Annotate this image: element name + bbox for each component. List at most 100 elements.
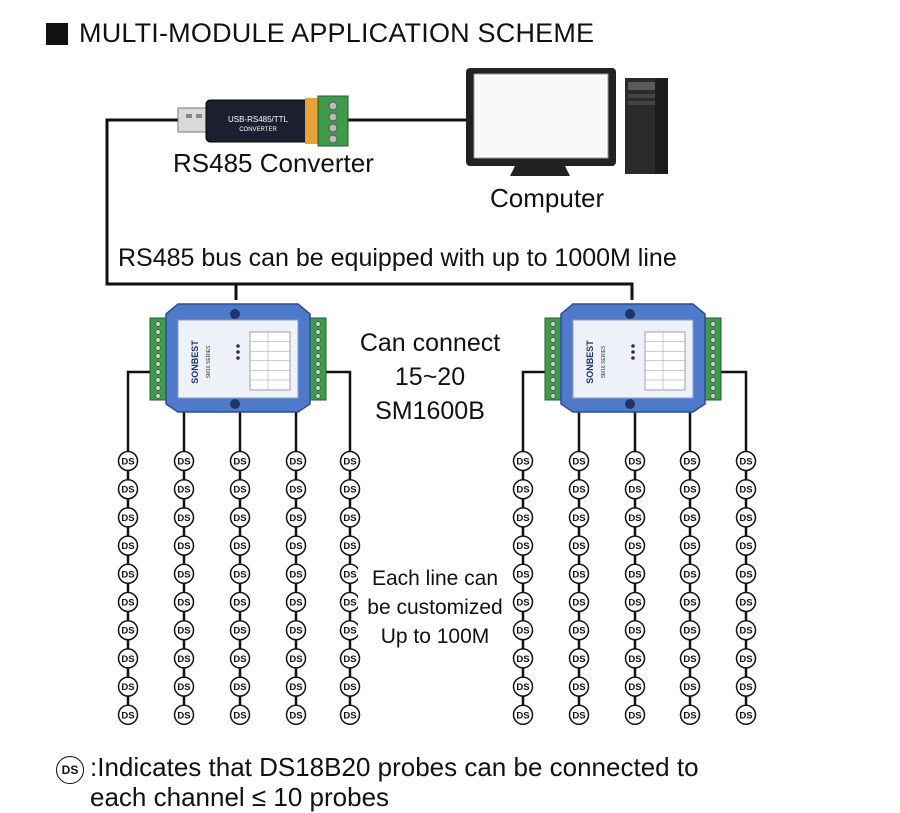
ds-probe-icon: DS <box>285 648 307 669</box>
svg-text:DS: DS <box>628 682 641 693</box>
ds-probe-icon: DS <box>229 563 251 585</box>
svg-text:DS: DS <box>516 710 529 721</box>
svg-text:DS: DS <box>233 569 246 580</box>
svg-text:DS: DS <box>516 626 529 637</box>
svg-text:DS: DS <box>628 457 641 468</box>
ds-probe-icon: DS <box>285 535 307 556</box>
svg-text:DS: DS <box>739 485 752 496</box>
ds-probe-icon: DS <box>339 563 361 585</box>
legend-line-1: :Indicates that DS18B20 probes can be co… <box>90 752 699 782</box>
ds-probe-icon: DS <box>679 648 701 669</box>
svg-text:DS: DS <box>343 710 356 721</box>
svg-text:DS: DS <box>572 626 585 637</box>
ds-probe-icon: DS <box>568 676 590 697</box>
svg-text:DS: DS <box>343 569 356 580</box>
ds-probe-icon: DS <box>735 619 757 641</box>
legend-line-2: each channel ≤ 10 probes <box>90 782 390 812</box>
ds-probe-icon: DS <box>229 591 251 613</box>
ds-probe-icon: DS <box>735 676 757 697</box>
svg-text:DS: DS <box>516 654 529 665</box>
ds-probe-icon: DS <box>117 676 139 697</box>
ds-probe-icon: DS <box>173 478 195 500</box>
ds-probe-icon: DS <box>339 704 361 726</box>
ds-probe-icon: DS <box>285 676 307 697</box>
ds-probe-icon: DS <box>624 619 646 641</box>
svg-text:DS: DS <box>683 654 696 665</box>
ds-probe-icon: DS <box>117 704 139 726</box>
svg-text:DS: DS <box>628 485 641 496</box>
ds-probe-icon: DS <box>512 563 534 585</box>
svg-text:DS: DS <box>343 682 356 693</box>
ds-probe-icon: DS <box>285 591 307 613</box>
svg-text:DS: DS <box>572 682 585 693</box>
legend-text: :Indicates that DS18B20 probes can be co… <box>90 752 699 812</box>
computer-label: Computer <box>490 183 605 213</box>
svg-text:DS: DS <box>233 682 246 693</box>
svg-text:DS: DS <box>572 569 585 580</box>
ds-probe-icon: DS <box>512 450 534 472</box>
svg-text:USB-RS485/TTL: USB-RS485/TTL <box>228 115 289 124</box>
ds-probe-icon: DS <box>285 478 307 500</box>
svg-text:DS: DS <box>289 569 302 580</box>
svg-text:SONBEST: SONBEST <box>585 340 595 384</box>
ds-probe-icon: DS <box>229 450 251 472</box>
svg-text:DS: DS <box>516 598 529 609</box>
ds-probe-icon: DS <box>173 563 195 585</box>
svg-text:DS: DS <box>121 626 134 637</box>
svg-text:SM16 SERIES: SM16 SERIES <box>206 345 212 378</box>
svg-text:DS: DS <box>233 485 246 496</box>
svg-text:DS: DS <box>289 485 302 496</box>
ds-probe-icon: DS <box>679 563 701 585</box>
ds-probe-icon: DS <box>285 619 307 641</box>
svg-text:DS: DS <box>177 598 190 609</box>
svg-text:DS: DS <box>683 710 696 721</box>
svg-text:DS: DS <box>683 569 696 580</box>
ds-probe-icon: DS <box>512 648 534 669</box>
ds-probe-icon: DS <box>624 676 646 697</box>
ds-probe-icon: DS <box>735 648 757 669</box>
svg-text:DS: DS <box>739 598 752 609</box>
ds-probe-icon: DS <box>339 507 361 528</box>
ds-probe-icon: DS <box>229 535 251 556</box>
ds-probe-icon: DS <box>624 648 646 669</box>
ds-probe-icon: DS <box>679 507 701 528</box>
probe-chains: DS DS DS DS DS DS DS DS DS DS DS DS DS DS DS DS DS DS DS DS… <box>117 370 757 726</box>
ds-probe-icon: DS <box>173 676 195 697</box>
svg-text:DS: DS <box>683 485 696 496</box>
svg-text:CONVERTER: CONVERTER <box>239 127 277 133</box>
ds-probe-icon: DS <box>679 704 701 726</box>
computer-icon <box>466 68 668 176</box>
ds-probe-icon: DS <box>56 756 84 784</box>
ds-probe-icon: DS <box>117 450 139 472</box>
svg-text:DS: DS <box>343 598 356 609</box>
svg-text:DS: DS <box>233 541 246 552</box>
svg-text:DS: DS <box>516 682 529 693</box>
svg-text:DS: DS <box>177 513 190 524</box>
svg-text:DS: DS <box>177 710 190 721</box>
ds-probe-icon: DS <box>624 478 646 500</box>
svg-text:DS: DS <box>343 457 356 468</box>
ds-probe-icon: DS <box>173 507 195 528</box>
svg-text:DS: DS <box>572 513 585 524</box>
ds-probe-icon: DS <box>512 507 534 528</box>
ds-probe-icon: DS <box>735 704 757 726</box>
ds-probe-icon: DS <box>285 563 307 585</box>
ds-probe-icon: DS <box>339 478 361 500</box>
svg-text:DS: DS <box>121 710 134 721</box>
ds-probe-icon: DS <box>173 591 195 613</box>
ds-probe-icon: DS <box>624 563 646 585</box>
svg-text:DS: DS <box>289 541 302 552</box>
svg-text:DS: DS <box>739 513 752 524</box>
svg-text:DS: DS <box>121 541 134 552</box>
svg-text:SM16 SERIES: SM16 SERIES <box>601 345 607 378</box>
title-square-icon <box>46 22 68 45</box>
ds-probe-icon: DS <box>679 535 701 556</box>
svg-text:DS: DS <box>683 598 696 609</box>
ds-probe-icon: DS <box>339 591 361 613</box>
ds-probe-icon: DS <box>568 619 590 641</box>
ds-probe-icon: DS <box>679 619 701 641</box>
connect-label-line-2: 15~20 <box>394 363 466 391</box>
ds-probe-icon: DS <box>229 507 251 528</box>
